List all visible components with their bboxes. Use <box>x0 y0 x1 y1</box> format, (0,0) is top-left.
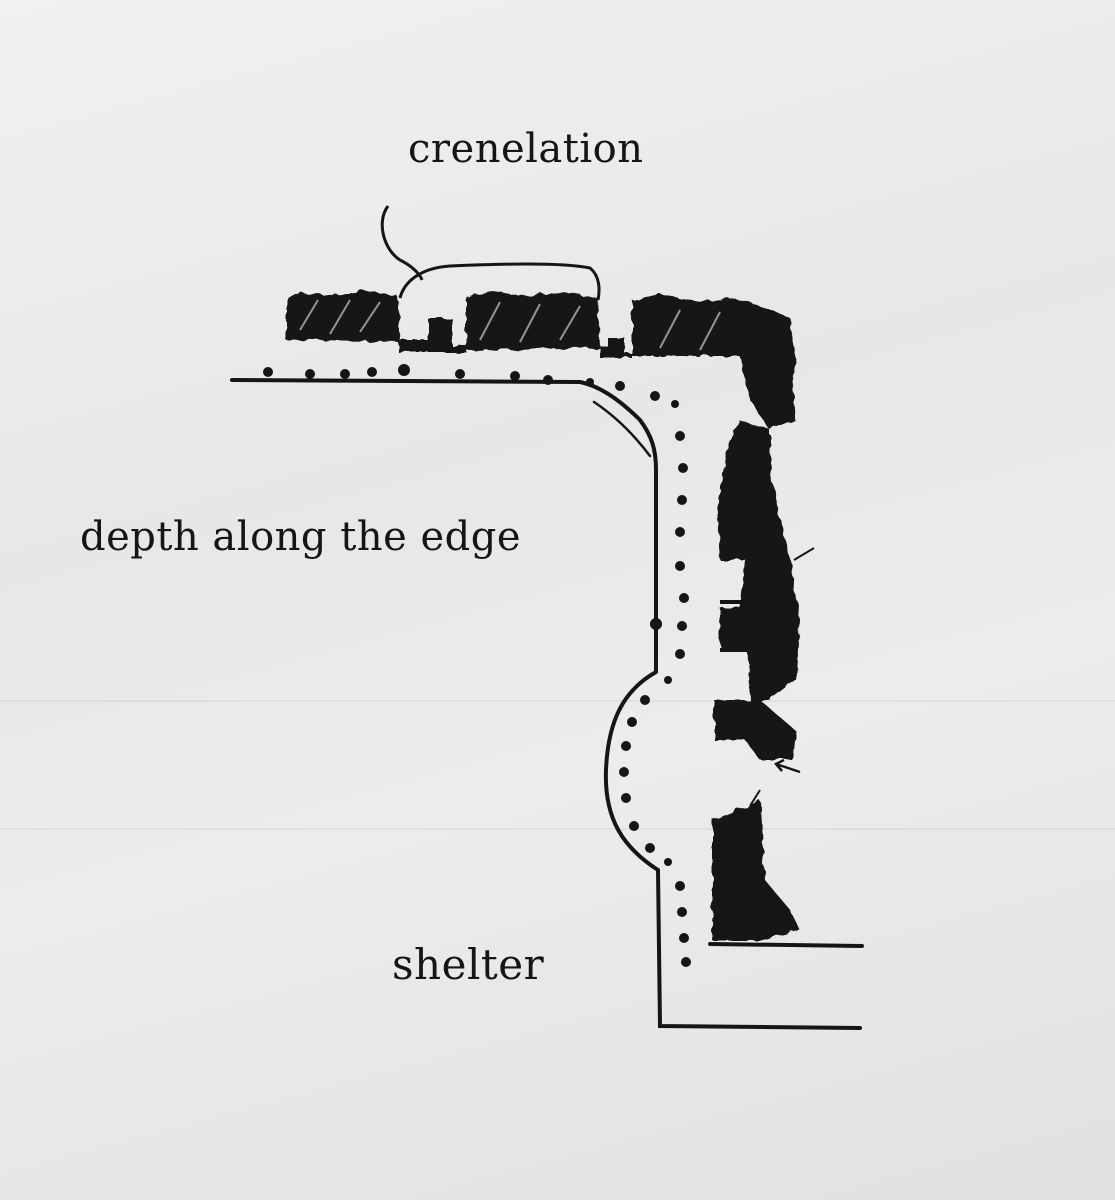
right-edge-notch <box>720 600 747 652</box>
paper-fold-line-2 <box>0 828 1115 830</box>
depth-along-edge-label: depth along the edge <box>80 514 522 560</box>
edge-tick-marks <box>749 547 815 807</box>
crenelation-hatching <box>299 299 721 351</box>
crenelation-label: crenelation <box>408 126 644 172</box>
dotted-path <box>263 364 691 967</box>
roof-outline <box>380 205 601 301</box>
arrow-icon <box>774 758 801 774</box>
paper-fold-line-1 <box>0 700 1115 702</box>
crenelation-edge <box>286 290 796 430</box>
right-edge-mass <box>712 420 800 940</box>
walkway-outline <box>230 378 864 1030</box>
shelter-label: shelter <box>392 940 545 989</box>
